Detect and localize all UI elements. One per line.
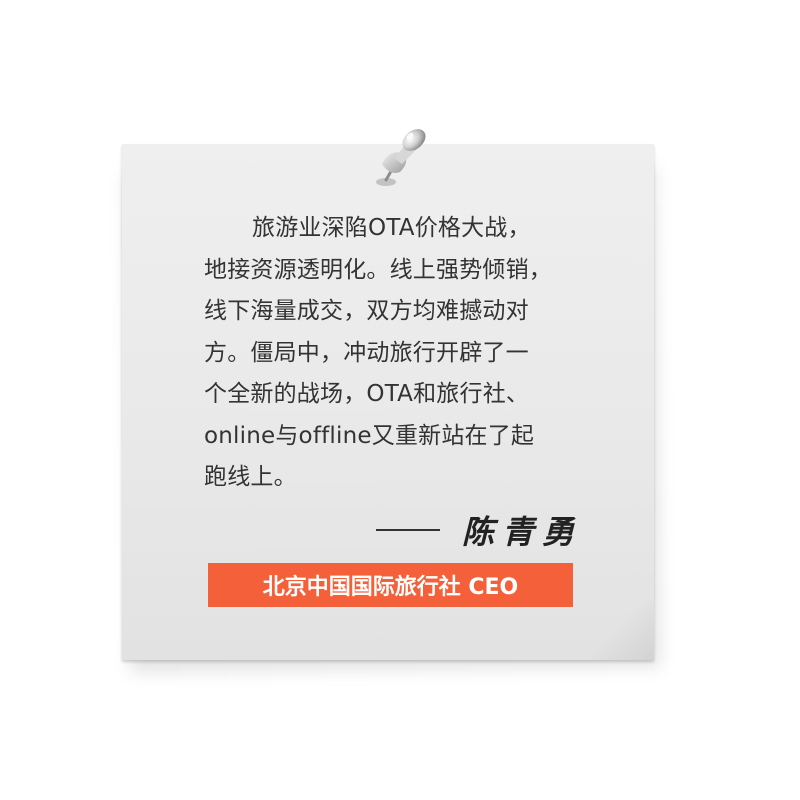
quote-line: 旅游业深陷OTA价格大战， bbox=[252, 215, 531, 241]
quote-text: 旅游业深陷OTA价格大战， 地接资源透明化。线上强势倾销， 线下海量成交，双方均… bbox=[204, 208, 604, 499]
job-title-band: 北京中国国际旅行社 CEO bbox=[208, 563, 573, 607]
push-pin-icon bbox=[376, 129, 426, 186]
quote-line: 个全新的战场，OTA和旅行社、 bbox=[204, 381, 530, 407]
quote-line: 方。僵局中，冲动旅行开辟了一 bbox=[204, 339, 529, 366]
signature-dash bbox=[376, 529, 440, 531]
signature-name: 陈青勇 bbox=[462, 513, 583, 551]
quote-line: 跑线上。 bbox=[204, 464, 297, 490]
quote-line: online与offline又重新站在了起 bbox=[204, 422, 535, 449]
note-corner-curl bbox=[584, 600, 654, 660]
quote-line: 地接资源透明化。线上强势倾销， bbox=[204, 256, 552, 283]
signature: 陈青勇 bbox=[376, 508, 586, 552]
quote-line: 线下海量成交，双方均难撼动对 bbox=[204, 298, 529, 324]
job-title-text: 北京中国国际旅行社 CEO bbox=[262, 575, 519, 600]
